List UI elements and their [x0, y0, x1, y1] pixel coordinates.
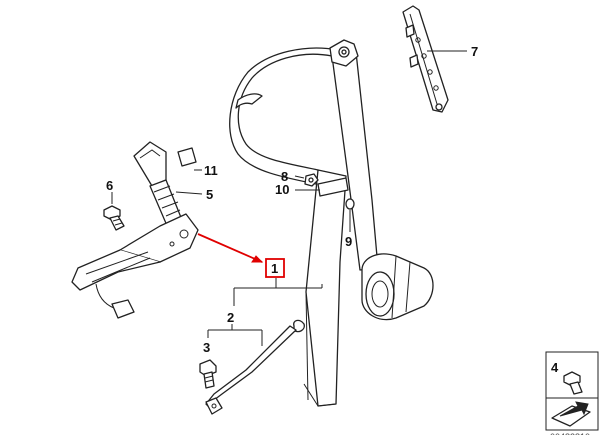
part-9-cap: [345, 198, 355, 210]
callout-10: 10: [275, 182, 289, 197]
highlight-arrowhead: [251, 255, 264, 263]
footer-code: 00482810: [550, 432, 590, 435]
callout-4: 4: [551, 360, 559, 375]
part-8-nut: [304, 173, 319, 187]
leader-8: [294, 175, 305, 179]
callout-6: 6: [106, 178, 113, 193]
callout-7: 7: [471, 44, 478, 59]
callout-1: 1: [271, 261, 278, 276]
part-7-guide-rail: [402, 5, 449, 113]
part-11-plate: [177, 147, 197, 167]
leader-5: [175, 191, 203, 195]
part-2-anchor-bar: [205, 319, 305, 415]
leader-1: [233, 278, 323, 306]
callout-9: 9: [345, 234, 352, 249]
callout-11: 11: [204, 163, 218, 178]
callout-5: 5: [206, 187, 213, 202]
callout-8: 8: [281, 169, 288, 184]
leader-2: [207, 324, 263, 346]
part-3-bolt: [199, 359, 217, 389]
part-5-buckle: [71, 141, 199, 319]
part-1-belt-webbing: [229, 39, 379, 407]
retractor: [361, 253, 434, 321]
part-6-bolt: [103, 205, 125, 231]
highlight-arrow: [197, 233, 263, 263]
callout-2: 2: [227, 310, 234, 325]
inset-panel: [545, 351, 599, 431]
highlight-box: [265, 258, 285, 278]
callout-3: 3: [203, 340, 210, 355]
